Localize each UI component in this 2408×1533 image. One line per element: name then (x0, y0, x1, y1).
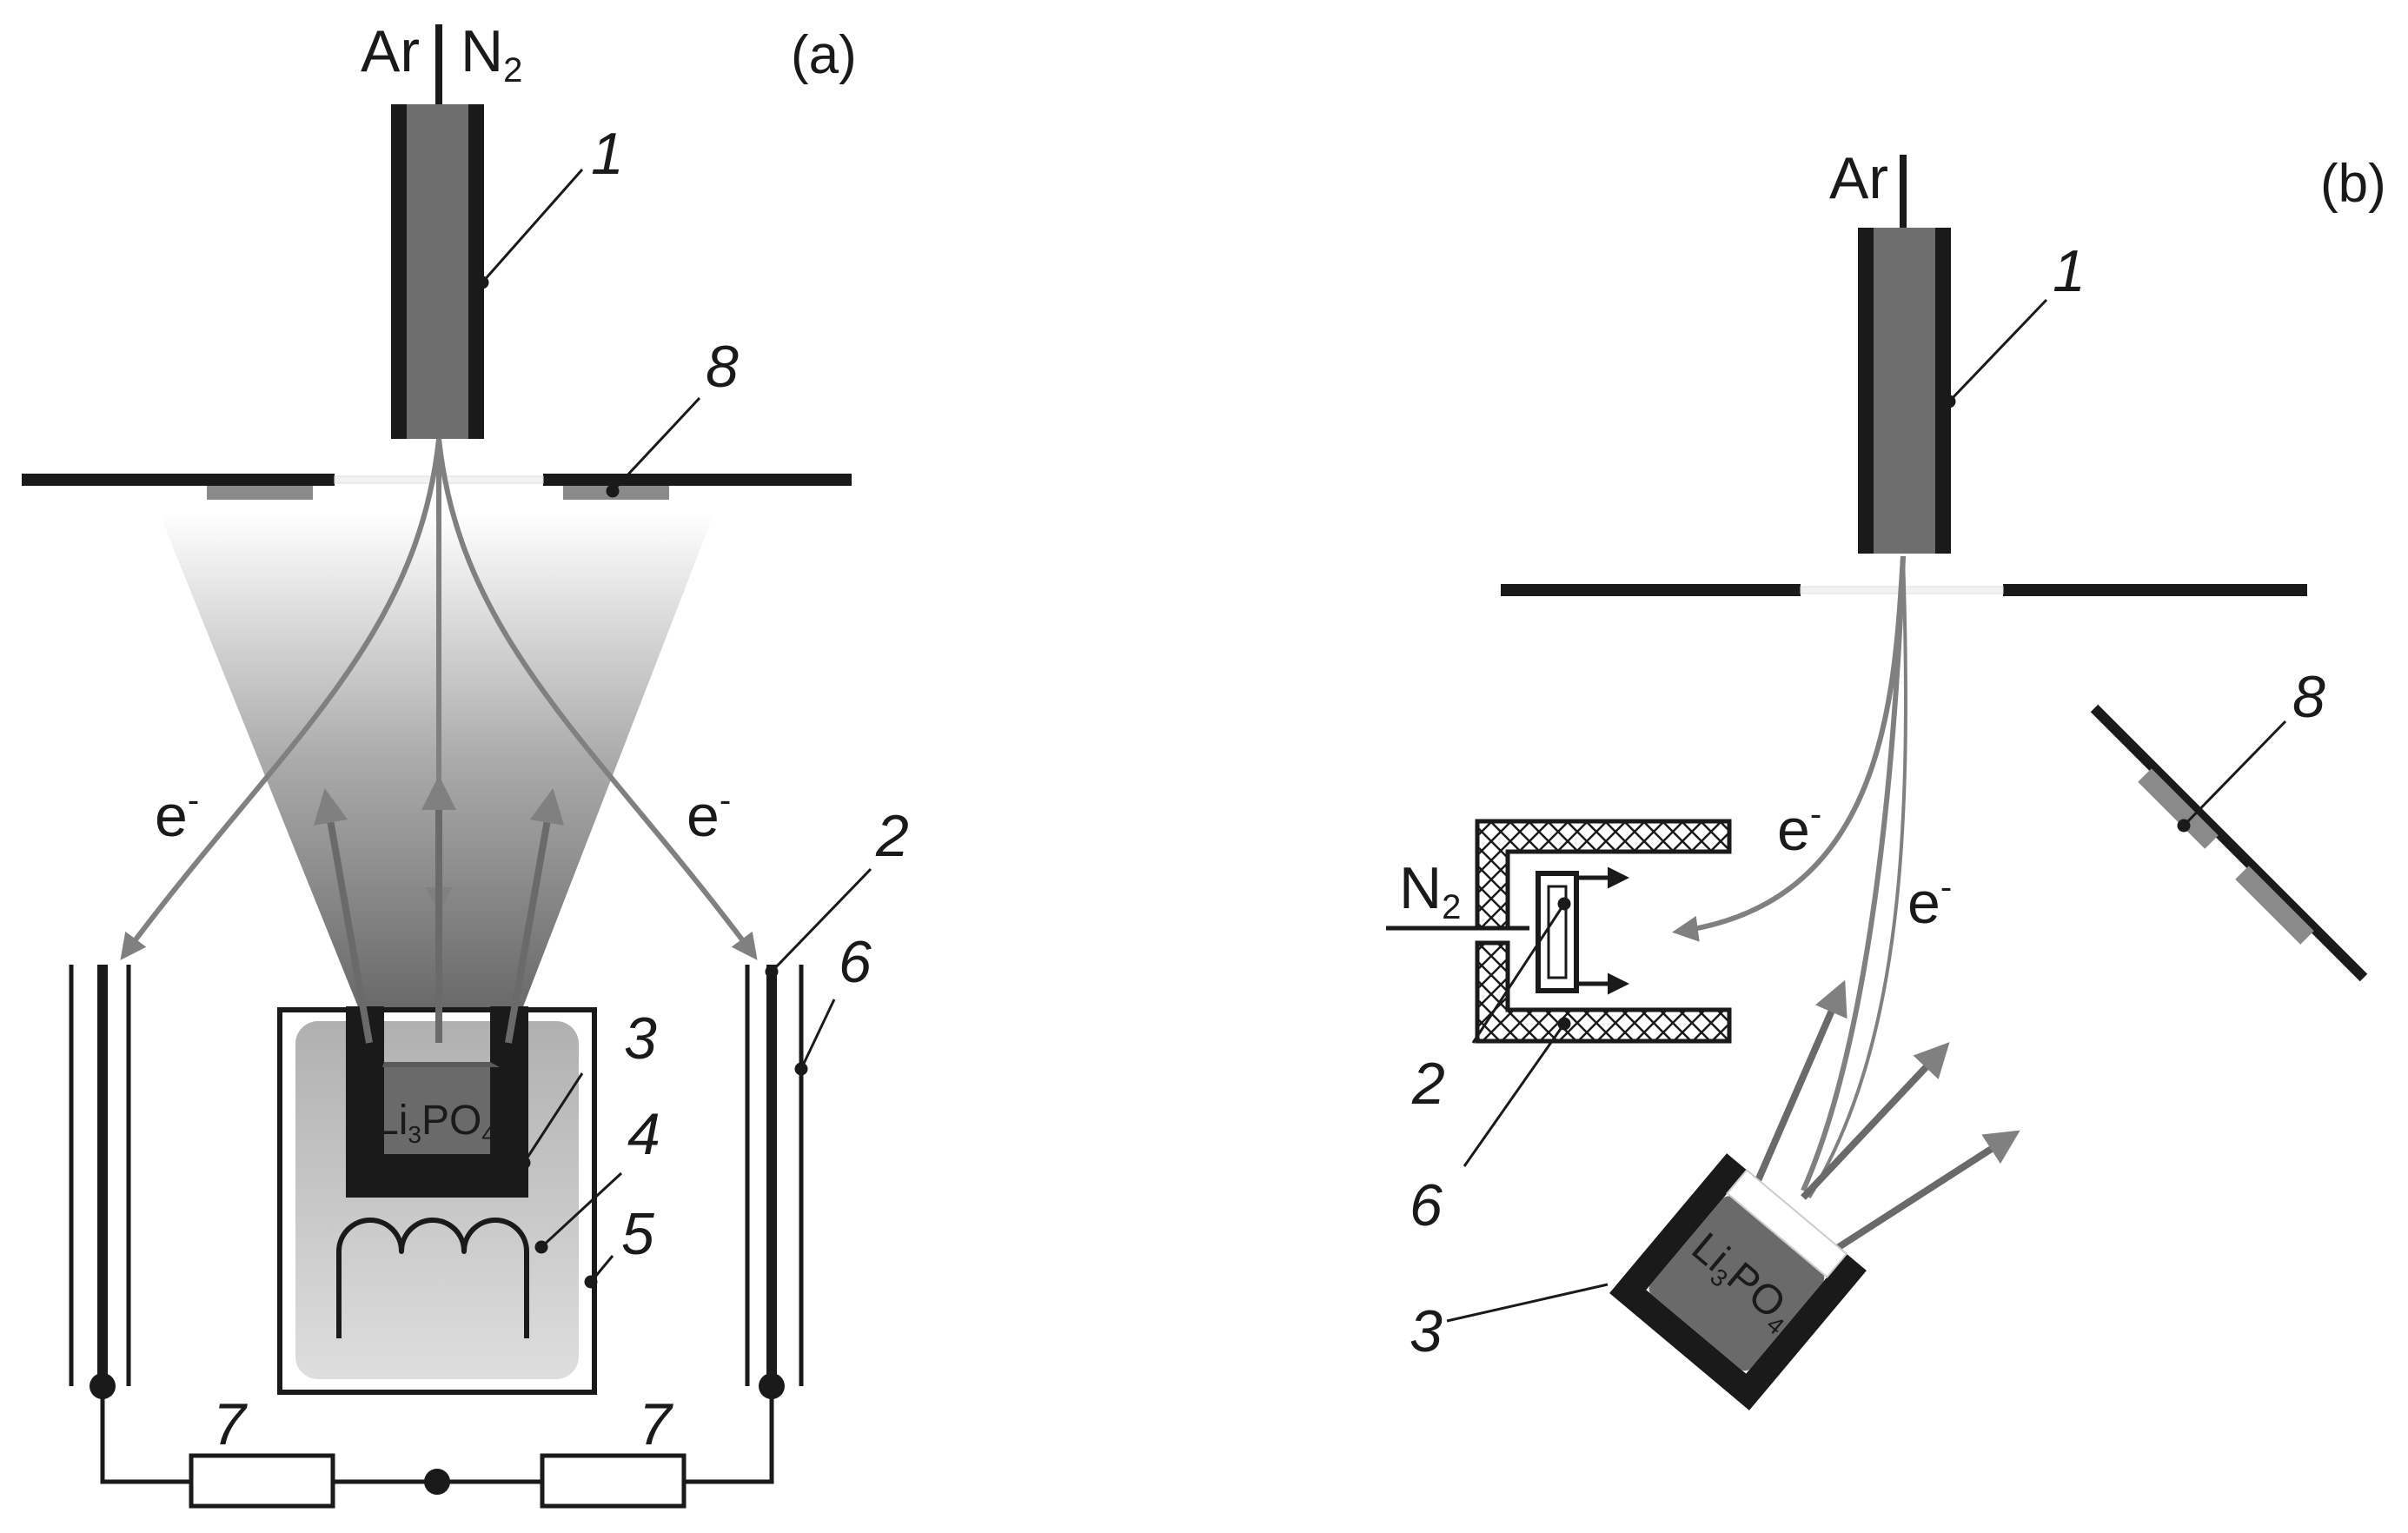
panel-a-callout-3: 3 (624, 1005, 657, 1072)
panel-a-ar-label: Ar (361, 18, 420, 84)
panel-b-callout-2: 2 (1411, 1051, 1445, 1117)
panel-b-label: (b) (2320, 154, 2386, 214)
panel-b-callout-6: 6 (1410, 1172, 1443, 1238)
panel-b-callout-8: 8 (2292, 664, 2325, 730)
panel-b-substrate-holder (2090, 704, 2368, 982)
panel-a-callout-4: 4 (627, 1101, 660, 1167)
panel-a: (a) Ar N2 Li (22, 18, 909, 1509)
panel-b: (b) Ar N2 (1386, 145, 2386, 1410)
panel-b-callout-3: 3 (1410, 1298, 1443, 1364)
panel-a-collector-left (69, 965, 131, 1386)
panel-a-electron-label-right: e- (687, 781, 731, 849)
panel-b-ar-label: Ar (1829, 145, 1888, 211)
panel-a-resistor-left (189, 1453, 335, 1509)
panel-b-callout-1: 1 (2053, 238, 2086, 304)
panel-a-callout-7-left: 7 (213, 1391, 248, 1457)
panel-a-heater-coil (336, 1218, 529, 1338)
panel-a-label: (a) (791, 25, 857, 85)
panel-b-electron-gun (1858, 228, 1951, 554)
panel-a-callout-7-right: 7 (639, 1391, 673, 1457)
panel-a-collector-right (745, 965, 804, 1386)
panel-a-callout-1: 1 (591, 121, 624, 187)
panel-a-leaders (475, 169, 872, 1289)
panel-a-callout-8: 8 (706, 334, 739, 400)
panel-a-cone-base (382, 1062, 500, 1067)
panel-b-electron-label-1: e- (1777, 795, 1821, 863)
panel-a-ion-arrows (313, 775, 565, 1044)
panel-b-electron-label-2: e- (1907, 868, 1952, 936)
panel-a-callout-6: 6 (839, 929, 872, 995)
panel-a-compound-label: Li3PO4 (375, 1098, 495, 1148)
panel-b-electron-beams (1672, 555, 1907, 1199)
panel-a-substrate-left (207, 486, 313, 500)
panel-a-callout-2: 2 (875, 803, 909, 869)
panel-b-crucible: Li3PO4 (1609, 1153, 1867, 1410)
panel-b-leaders (1446, 298, 2287, 1323)
panel-b-ion-arrows (1739, 979, 2020, 1257)
panel-b-n2-label: N2 (1399, 855, 1461, 926)
panel-a-callout-5: 5 (621, 1201, 654, 1267)
panel-a-electron-label-left: e- (155, 781, 199, 849)
panel-a-circuit (90, 1373, 785, 1509)
panel-a-resistor-right (540, 1453, 687, 1509)
panel-a-n2-label: N2 (461, 18, 522, 90)
panel-a-electron-gun (391, 104, 484, 439)
